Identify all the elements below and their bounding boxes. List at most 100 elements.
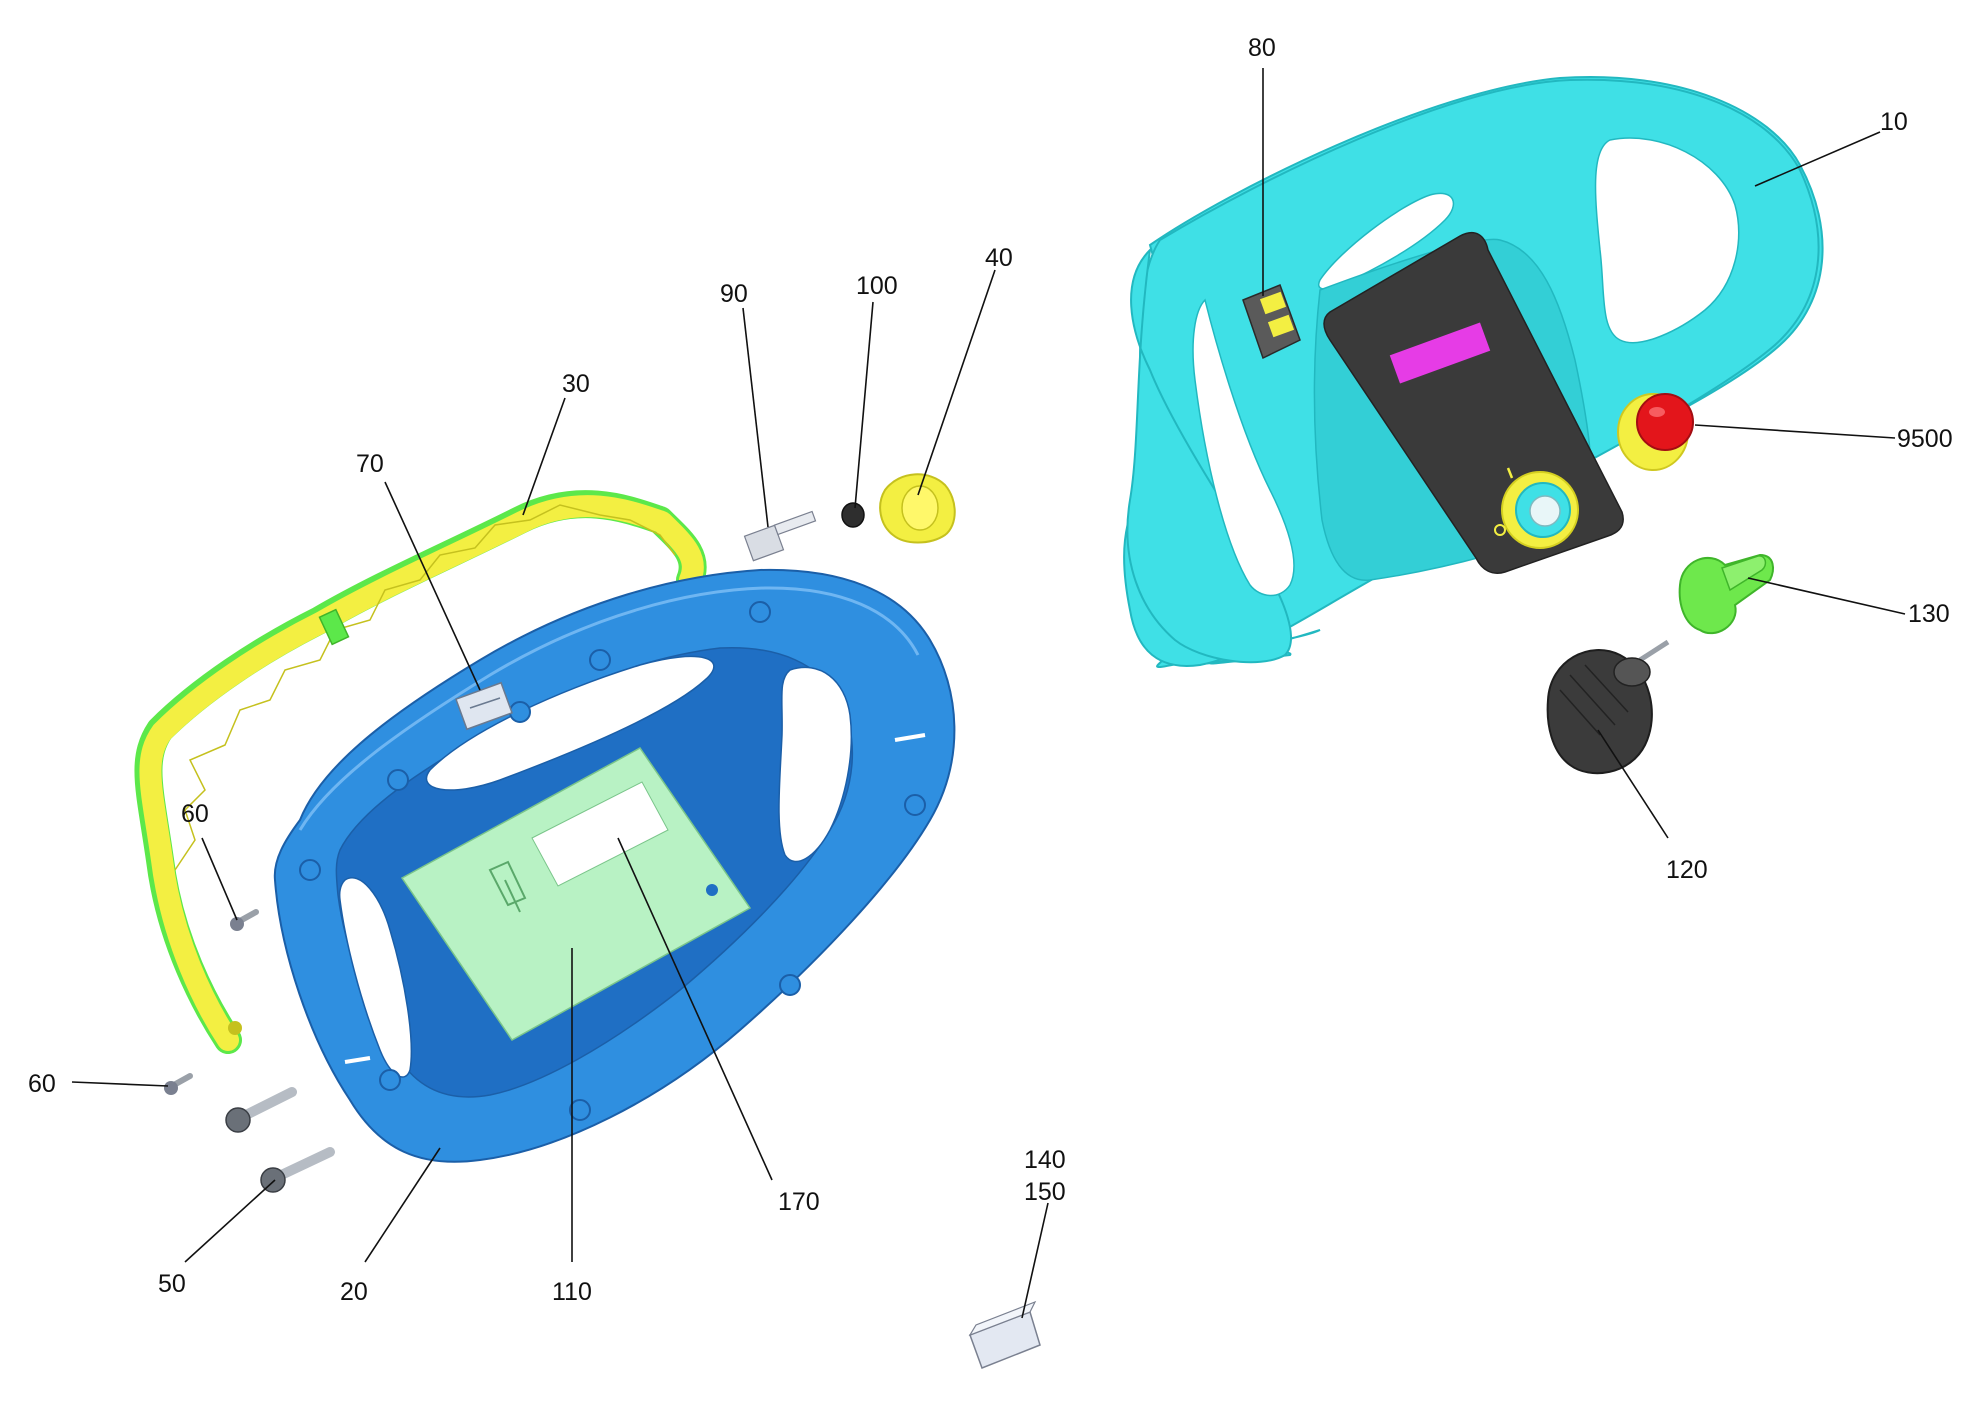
connector-ridge — [469, 697, 501, 709]
pot-nut — [1613, 657, 1651, 687]
part-120-potentiometer — [1546, 639, 1670, 775]
part-130-knob — [1678, 553, 1774, 635]
leader-170 — [617, 837, 773, 1181]
board-hole — [706, 884, 718, 896]
green-knob-lever — [1721, 555, 1767, 592]
boss — [589, 649, 611, 671]
callout-40: 40 — [985, 244, 1013, 272]
screw-head — [230, 917, 244, 931]
housing-top-opening — [425, 655, 715, 791]
housing-slot — [894, 733, 926, 742]
boss — [299, 859, 321, 881]
switch-shaft — [773, 510, 817, 536]
callout-30: 30 — [562, 370, 590, 398]
screw-head — [164, 1081, 178, 1095]
leader-130 — [1747, 577, 1906, 615]
leader-50 — [184, 1179, 276, 1263]
display-window — [1389, 322, 1491, 384]
boss — [779, 974, 801, 996]
part-170-label — [531, 781, 669, 887]
handle-left-opening — [1192, 298, 1295, 597]
part-90-switch — [743, 510, 817, 562]
switch-button-top — [1259, 291, 1287, 315]
part-9500-emergency-stop — [1617, 393, 1694, 471]
estop-highlight — [1649, 407, 1665, 417]
screw-head — [225, 1107, 251, 1133]
boss — [379, 1069, 401, 1091]
yellow-knob-face — [901, 485, 939, 531]
leader-90 — [742, 307, 769, 528]
housing-left-opening — [338, 877, 413, 1078]
housing-screw-bosses — [299, 601, 926, 1121]
part-40-knob — [879, 473, 956, 544]
callout-150: 150 — [1024, 1178, 1066, 1206]
callout-170: 170 — [778, 1188, 820, 1216]
leader-100 — [854, 301, 874, 509]
leader-120 — [1597, 729, 1669, 839]
boss — [749, 601, 771, 623]
handle-right-opening — [1594, 137, 1740, 344]
callout-90: 90 — [720, 280, 748, 308]
boss — [387, 769, 409, 791]
part-10-handle — [1123, 76, 1824, 669]
key-mark-on — [1506, 467, 1514, 479]
frame-yellow-body — [139, 495, 704, 1051]
frame-left-hole — [228, 1021, 242, 1035]
callout-20: 20 — [340, 1278, 368, 1306]
callout-110: 110 — [552, 1278, 592, 1306]
estop-button — [1636, 393, 1694, 451]
callout-130: 130 — [1908, 600, 1950, 628]
callout-120: 120 — [1666, 856, 1708, 884]
board-label — [531, 781, 669, 887]
part-60-screw-upper — [230, 909, 259, 931]
boss — [904, 794, 926, 816]
screw-head — [260, 1167, 286, 1193]
leader-10 — [1754, 131, 1881, 187]
callout-10: 10 — [1880, 108, 1908, 136]
board-components — [488, 860, 527, 913]
part-50-screw-a — [225, 1087, 297, 1133]
frame-clip — [318, 608, 350, 646]
housing-slot — [344, 1056, 371, 1064]
screw-shank — [270, 1147, 335, 1183]
bushing — [841, 502, 865, 528]
leader-140-150 — [1021, 1202, 1049, 1319]
leader-70 — [384, 481, 481, 691]
frame-truss-pattern — [174, 504, 676, 871]
connector-block-top — [968, 1300, 1037, 1337]
callout-70: 70 — [356, 450, 384, 478]
callout-140: 140 — [1024, 1146, 1066, 1174]
leader-60a — [201, 837, 238, 921]
part-100-bushing — [841, 502, 865, 528]
leader-60b — [71, 1081, 169, 1087]
boss — [509, 701, 531, 723]
leader-9500 — [1694, 424, 1896, 439]
callout-60b: 60 — [28, 1070, 56, 1098]
callout-80: 80 — [1248, 34, 1276, 62]
callout-9500: 9500 — [1897, 425, 1953, 453]
boss — [569, 1099, 591, 1121]
connector-body — [455, 681, 513, 731]
callout-100: 100 — [856, 272, 898, 300]
key-switch-core — [1529, 495, 1561, 527]
leader-20 — [364, 1147, 441, 1263]
part-60-screw-lower — [164, 1073, 193, 1095]
leader-lines — [71, 68, 1906, 1319]
housing-rim-highlight — [298, 586, 920, 831]
pot-ribs — [1559, 664, 1629, 736]
callout-50: 50 — [158, 1270, 186, 1298]
part-140-150-connector — [968, 1300, 1041, 1369]
switch-base — [743, 524, 785, 562]
leader-40 — [917, 269, 996, 496]
callouts: 10 80 9500 130 120 40 100 90 30 70 60 60… — [28, 34, 1953, 1306]
housing-right-opening — [778, 666, 853, 863]
key-mark-off — [1494, 524, 1506, 536]
callout-60a: 60 — [181, 800, 209, 828]
switch-button-bottom — [1267, 314, 1295, 338]
part-70-connector — [455, 681, 513, 731]
pot-shaft — [1638, 639, 1670, 663]
part-80-switch — [1242, 284, 1301, 360]
part-50-screw-b — [260, 1147, 335, 1193]
leader-30 — [522, 397, 566, 516]
